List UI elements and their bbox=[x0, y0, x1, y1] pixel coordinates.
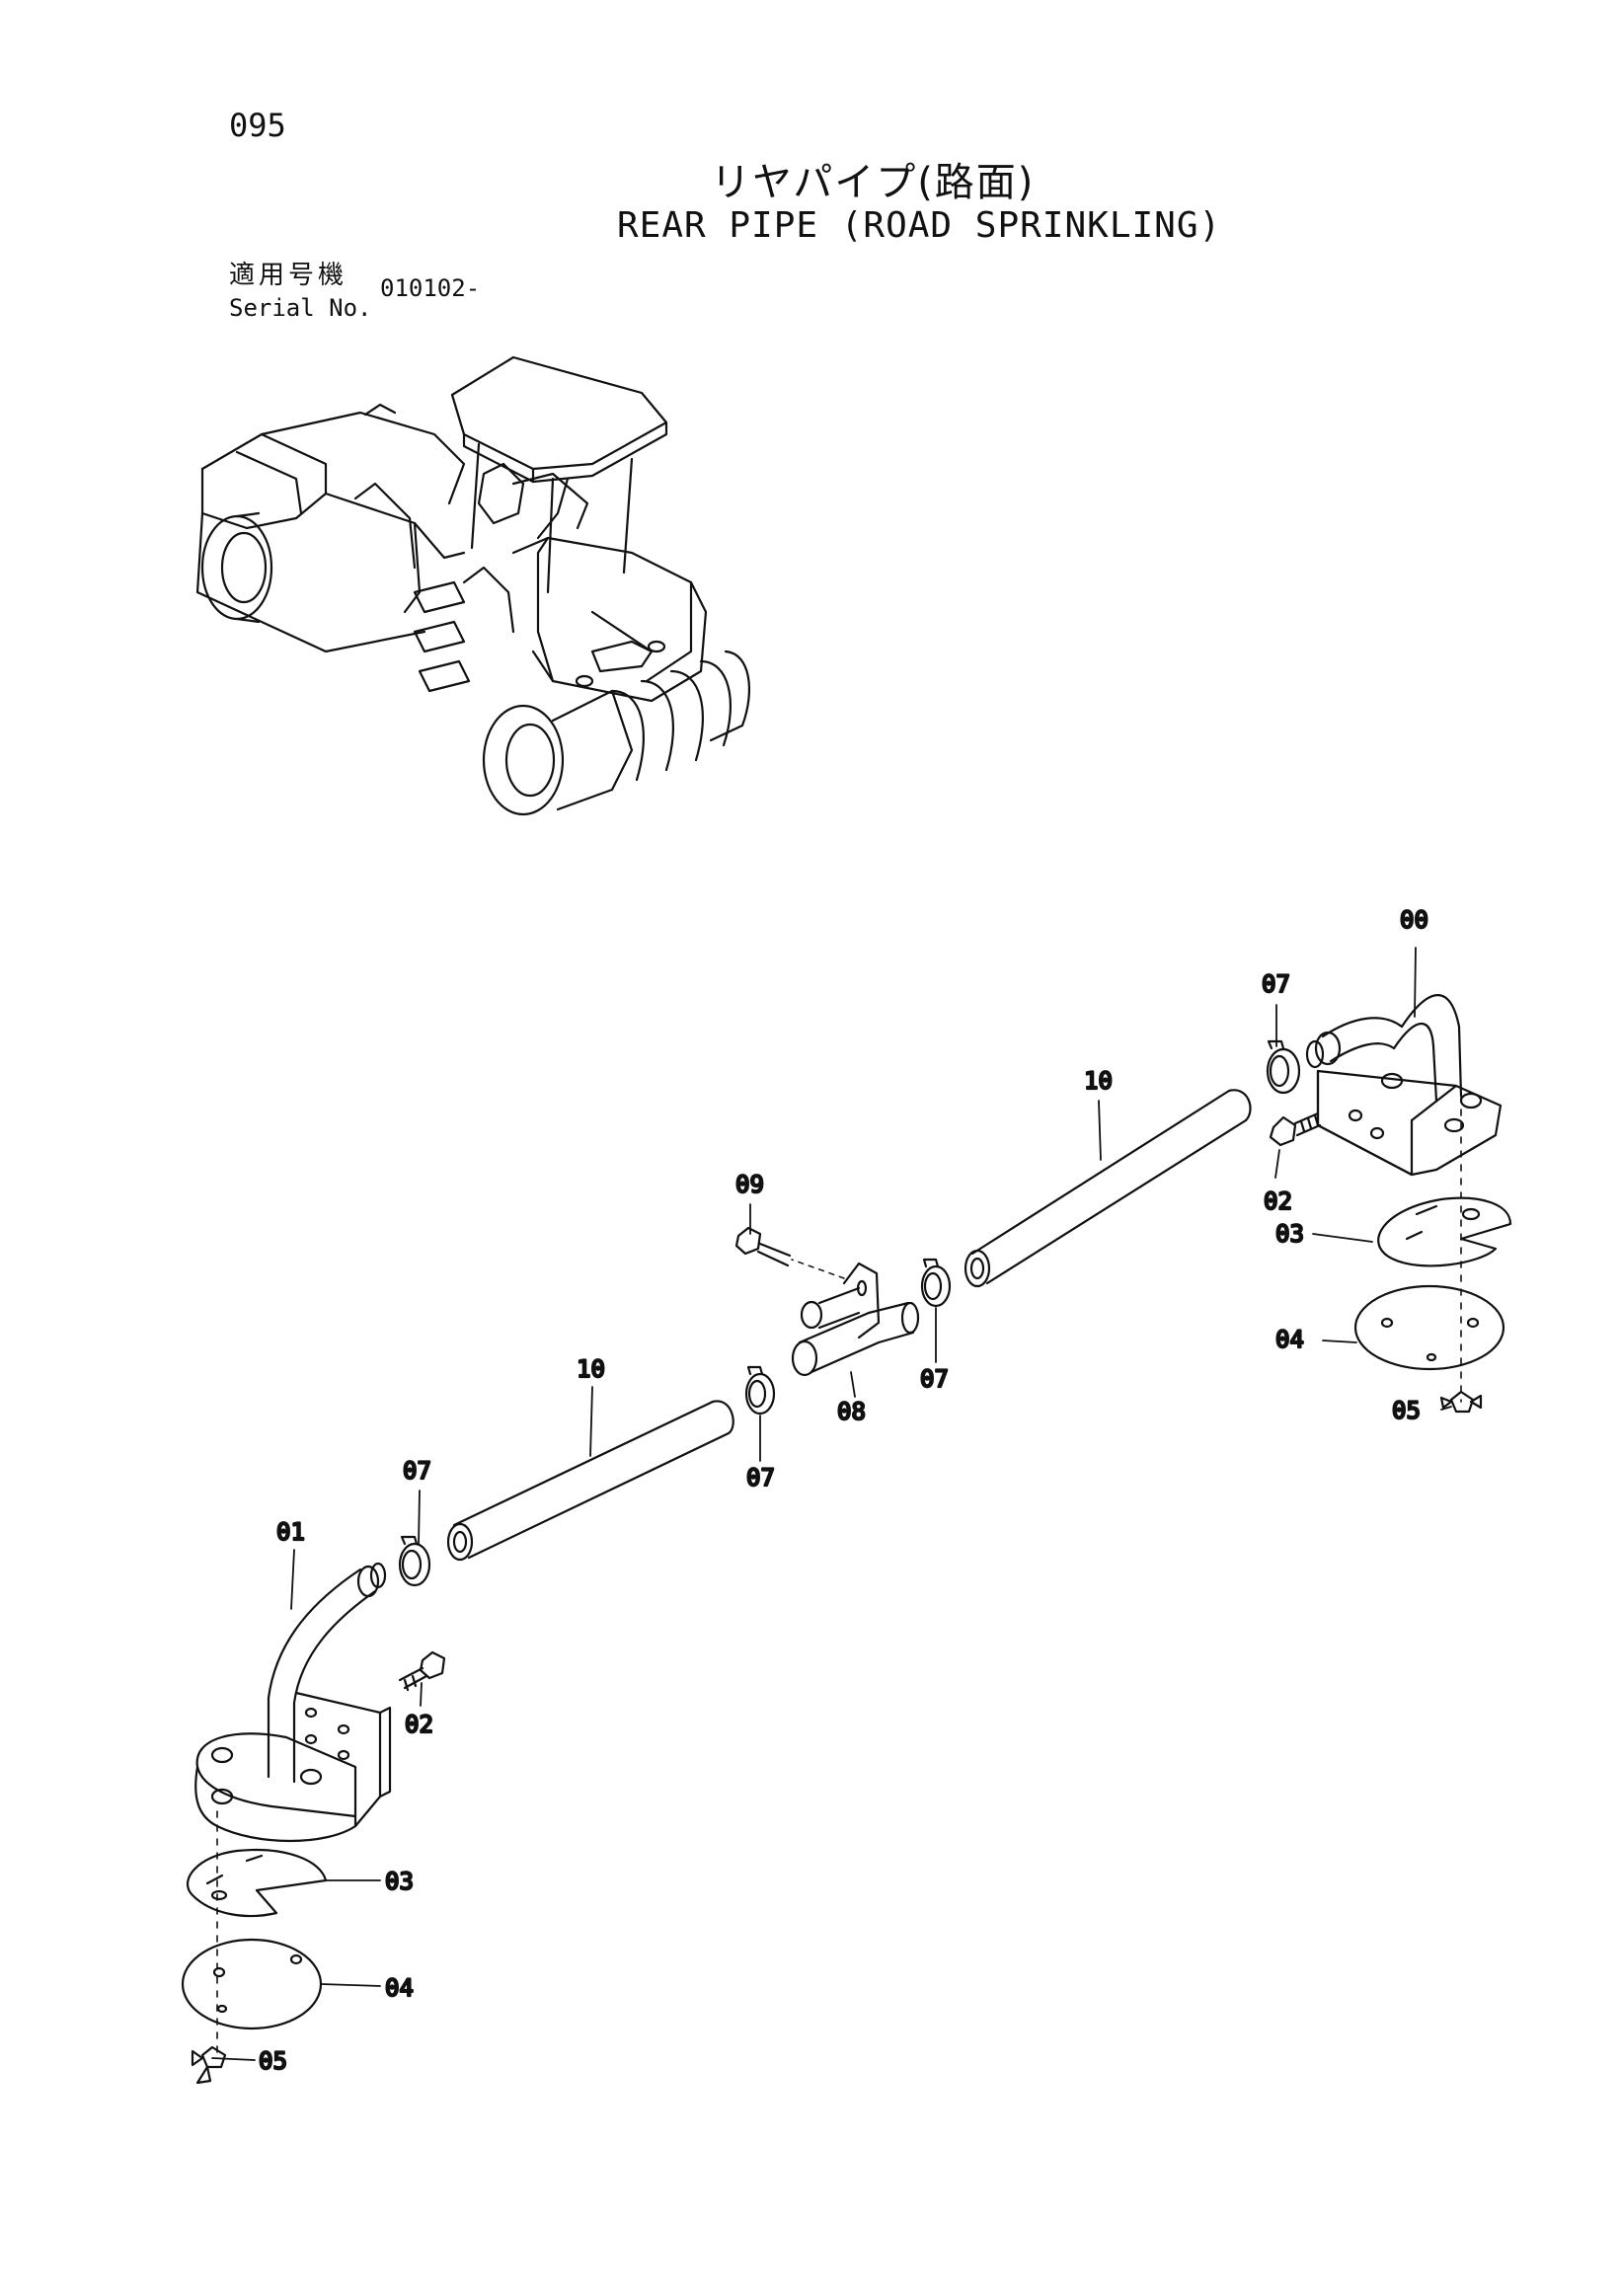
callout-04: 04 bbox=[385, 1974, 414, 2002]
part-02-bolt bbox=[1269, 1111, 1322, 1147]
callout-03: 03 bbox=[385, 1868, 414, 1895]
serial-number-value: 010102- bbox=[380, 274, 481, 302]
part-10-hose bbox=[446, 1400, 734, 1562]
part-03-cover-plate bbox=[1377, 1196, 1512, 1267]
serial-label-japanese: 適用号機 bbox=[229, 261, 348, 290]
part-05-wing-nut bbox=[1439, 1390, 1483, 1414]
part-04-gasket-disc bbox=[1353, 1284, 1505, 1371]
title-english: REAR PIPE (ROAD SPRINKLING) bbox=[617, 205, 1222, 246]
serial-label-english: Serial No. bbox=[229, 294, 372, 322]
callout-02: 02 bbox=[405, 1711, 433, 1738]
callout-05: 05 bbox=[259, 2047, 287, 2075]
part-02-bolt bbox=[398, 1650, 446, 1692]
callout-10: 10 bbox=[1084, 1067, 1113, 1095]
callout-10: 10 bbox=[577, 1355, 605, 1383]
road-roller-illustration bbox=[195, 355, 751, 816]
page-number: 095 bbox=[229, 107, 286, 144]
callout-09: 09 bbox=[735, 1171, 764, 1198]
part-07-hose-clamp bbox=[920, 1258, 952, 1308]
callout-01: 01 bbox=[276, 1518, 305, 1546]
callout-07: 07 bbox=[1262, 970, 1290, 998]
leader-lines bbox=[211, 947, 1452, 2061]
part-01-pipe-assembly bbox=[194, 1562, 392, 1843]
part-09-bolt bbox=[734, 1226, 845, 1279]
callout-07: 07 bbox=[746, 1464, 775, 1492]
part-00-pipe-assembly bbox=[1305, 994, 1503, 1177]
title-japanese: リヤパイプ(路面) bbox=[711, 160, 1036, 205]
callout-04: 04 bbox=[1275, 1326, 1304, 1353]
part-03-cover-plate bbox=[186, 1849, 328, 1918]
part-04-gasket-disc bbox=[181, 1938, 323, 2030]
callout-05: 05 bbox=[1392, 1397, 1421, 1424]
callout-02: 02 bbox=[1264, 1187, 1292, 1215]
part-07-hose-clamp bbox=[744, 1365, 776, 1416]
callout-07: 07 bbox=[920, 1365, 949, 1393]
callout-03: 03 bbox=[1275, 1220, 1304, 1248]
part-07-hose-clamp bbox=[1266, 1039, 1301, 1095]
part-08-tee-fitting bbox=[791, 1262, 920, 1377]
part-10-hose bbox=[964, 1089, 1252, 1288]
part-05-wing-nut bbox=[191, 2045, 227, 2085]
callout-00: 00 bbox=[1400, 906, 1428, 934]
callout-08: 08 bbox=[837, 1398, 866, 1425]
callout-07: 07 bbox=[403, 1457, 431, 1485]
part-07-hose-clamp bbox=[398, 1535, 431, 1587]
